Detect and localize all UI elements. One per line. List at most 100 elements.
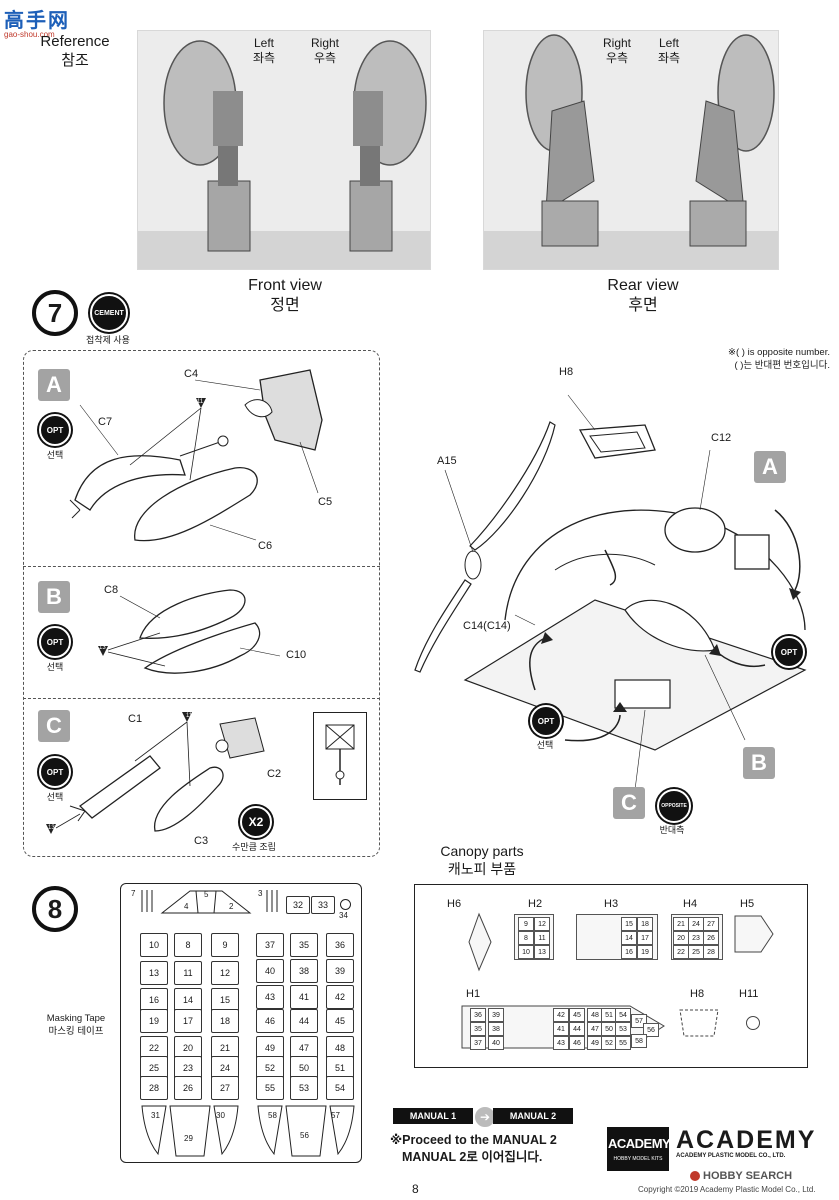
- front-view-photo: [137, 30, 431, 270]
- part-c7-label: C7: [98, 416, 113, 428]
- part-h8-label: H8: [559, 366, 574, 378]
- canopy-cell: 26: [703, 931, 719, 945]
- cement-badge: CEMENT: [90, 294, 128, 332]
- tape-31: 31: [151, 1111, 160, 1120]
- rear-left-en: Left: [658, 36, 679, 50]
- rear-right-ko: 우측: [605, 51, 629, 65]
- tape-cell: 37: [256, 933, 284, 957]
- section-a-drawing: [69, 369, 323, 542]
- tape-cell: 18: [211, 1009, 239, 1033]
- canopy-h11-label: H11: [739, 988, 759, 1000]
- canopy-h2-label: H2: [528, 898, 543, 910]
- tape-cell: 53: [290, 1076, 318, 1100]
- tape-30: 30: [216, 1111, 225, 1120]
- section-c-opt-badge: OPT: [39, 756, 71, 788]
- section-b-letter: B: [38, 581, 70, 613]
- canopy-cell: 44: [569, 1022, 585, 1036]
- part-c8-label: C8: [104, 584, 119, 596]
- part-c3-label: C3: [194, 835, 209, 847]
- section-c-opt-caption: 선택: [46, 792, 64, 802]
- assembly-letter-c: C: [613, 787, 645, 819]
- tape-cell: 42: [326, 985, 354, 1009]
- section-c-letter: C: [38, 710, 70, 742]
- canopy-cell: 41: [553, 1022, 569, 1036]
- rear-view-caption: Rear view 후면: [578, 276, 708, 316]
- canopy-cell: 10: [518, 945, 534, 959]
- front-left-ko: 좌측: [252, 51, 276, 65]
- manual2-tag: MANUAL 2: [493, 1108, 573, 1124]
- canopy-cell: 8: [518, 931, 534, 945]
- academy-logo-text: ACADEMY: [676, 1126, 817, 1154]
- tape-29: 29: [184, 1134, 193, 1143]
- assembly-letter-b: B: [743, 747, 775, 779]
- tape-56: 56: [300, 1131, 309, 1140]
- canopy-cell: 14: [621, 931, 637, 945]
- canopy-cell: 11: [534, 931, 550, 945]
- reference-label: Reference 참조: [30, 32, 120, 70]
- tape-windshield-shape: [160, 890, 252, 914]
- canopy-cell: 23: [688, 931, 704, 945]
- section-a-letter: A: [38, 369, 70, 401]
- section-b-drawing: [98, 589, 281, 674]
- canopy-cell: 21: [673, 917, 689, 931]
- part-c4-label: C4: [184, 368, 199, 380]
- front-view-caption: Front view 정면: [220, 276, 350, 316]
- detail-inset: [313, 712, 367, 800]
- x2-caption: 수만큼 조립: [232, 842, 276, 852]
- canopy-cell: 18: [637, 917, 653, 931]
- canopy-cell: 58: [631, 1034, 647, 1048]
- academy-company: ACADEMY PLASTIC MODEL CO., LTD.: [676, 1153, 786, 1159]
- canopy-h3-label: H3: [604, 898, 619, 910]
- canopy-title-ko: 캐노피 부품: [447, 861, 517, 877]
- canopy-title: Canopy parts 캐노피 부품: [412, 842, 552, 878]
- masking-en: Masking Tape: [46, 1013, 106, 1024]
- part-c2-label: C2: [267, 768, 282, 780]
- tape-cell: 8: [174, 933, 202, 957]
- propeller-blade: [469, 421, 556, 551]
- tape-cell: 35: [290, 933, 318, 957]
- tape-58: 58: [268, 1111, 277, 1120]
- tape-cell: 44: [290, 1009, 318, 1033]
- canopy-title-en: Canopy parts: [440, 843, 524, 859]
- canopy-cell: 46: [569, 1036, 585, 1050]
- front-view-en: Front view: [248, 277, 322, 294]
- main-assembly-drawing: [414, 394, 807, 791]
- canopy-cell: 28: [703, 945, 719, 959]
- canopy-cell: 53: [615, 1022, 631, 1036]
- tape-34-circle: [340, 899, 351, 910]
- part-a15-label: A15: [437, 455, 457, 467]
- tape-cell: 16: [140, 988, 168, 1012]
- part-c6-label: C6: [258, 540, 273, 552]
- canopy-cell: 9: [518, 917, 534, 931]
- page-number: 8: [412, 1182, 419, 1196]
- step-8-number: 8: [32, 886, 78, 932]
- tape-cell: 26: [174, 1076, 202, 1100]
- hobby-search-watermark: HOBBY SEARCH: [690, 1170, 792, 1182]
- canopy-h5-label: H5: [740, 898, 755, 910]
- canopy-cell: 22: [673, 945, 689, 959]
- tape-cell: 55: [256, 1076, 284, 1100]
- step-7-number: 7: [32, 290, 78, 336]
- canopy-cell: 27: [703, 917, 719, 931]
- canopy-cell: 20: [673, 931, 689, 945]
- tape-cell: 10: [140, 933, 168, 957]
- reference-ko: 참조: [61, 52, 89, 69]
- tape-cell: 45: [326, 1009, 354, 1033]
- tape-bottom-shapes: [141, 1105, 355, 1157]
- tape-top-3: 3: [258, 889, 263, 898]
- masking-tape-label: Masking Tape 마스킹 테이프: [36, 1012, 116, 1038]
- section-c-marker-top: 11: [186, 713, 193, 719]
- watermark-url: gao-shou.com: [4, 30, 55, 39]
- section-divider-bc: [23, 698, 380, 699]
- canopy-h4-label: H4: [683, 898, 698, 910]
- front-right-ko: 우측: [313, 51, 337, 65]
- canopy-cell: 25: [688, 945, 704, 959]
- canopy-cell: 55: [615, 1036, 631, 1050]
- academy-badge-sub: HOBBY MODEL KITS: [613, 1156, 663, 1162]
- canopy-cell: 24: [688, 917, 704, 931]
- cement-caption: 접착제 사용: [86, 335, 130, 345]
- copyright: Copyright ©2019 Academy Plastic Model Co…: [638, 1185, 816, 1194]
- tape-cell: 12: [211, 961, 239, 985]
- rear-left-ko: 좌측: [657, 51, 681, 65]
- tape-cell: 36: [326, 933, 354, 957]
